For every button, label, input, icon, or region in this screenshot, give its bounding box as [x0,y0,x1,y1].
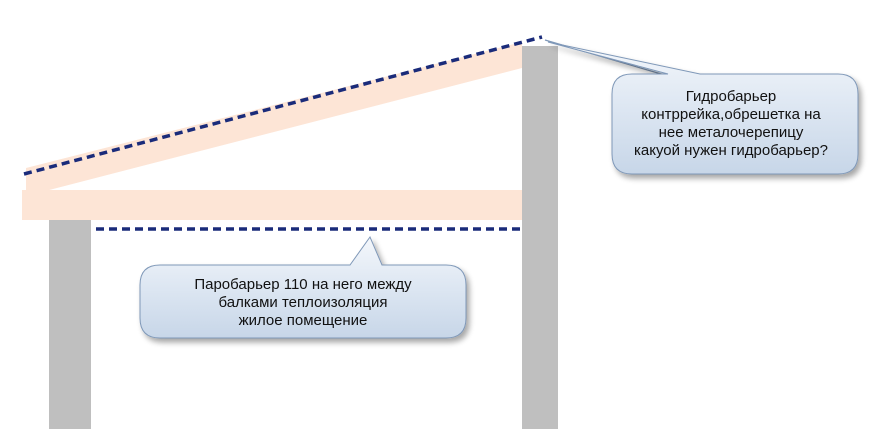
hydro-callout-bubble [547,41,859,175]
vapor-callout-bubble [139,235,467,339]
hydro-barrier-line [23,35,543,176]
hydro-callout-line: Гидробарьер [685,88,777,105]
rafter-beam [26,42,522,196]
vapor-callout-line: балками теплоизоляция [218,294,388,311]
ceiling-beam [22,190,522,220]
hydro-callout-line: нее металочерепицу [658,124,804,141]
hydro-callout-line: какуой нужен гидробарьер? [633,142,828,159]
left-wall [49,220,91,429]
right-wall [522,46,558,429]
vapor-callout-text: Паробарьер 110 на него между балками теп… [140,276,466,330]
hydro-callout-line: контррейка,обрешетка на [641,106,821,123]
vapor-callout-line: жилое помещение [238,312,368,329]
vapor-callout-line: Паробарьер 110 на него между [194,276,412,293]
hydro-callout-text: Гидробарьер контррейка,обрешетка на нее … [606,88,856,160]
